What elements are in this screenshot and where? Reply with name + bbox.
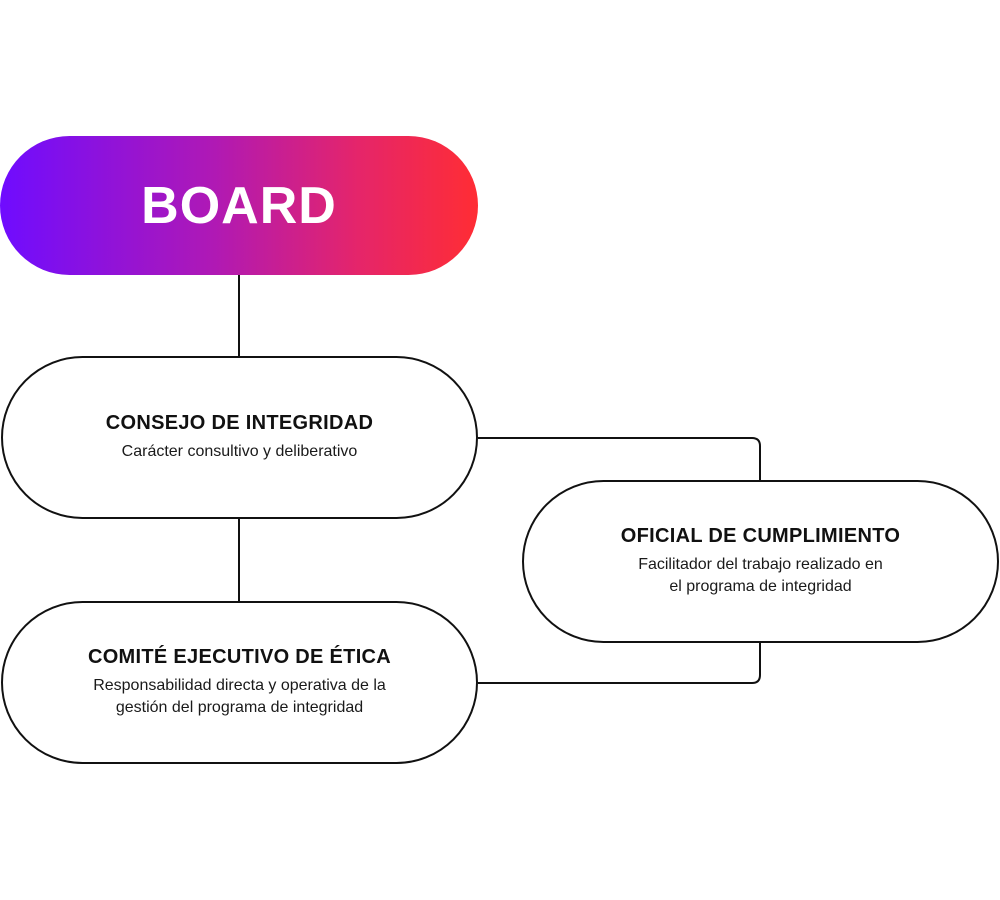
consejo-integridad-node: CONSEJO DE INTEGRIDAD Carácter consultiv… [1, 356, 478, 519]
connector-oficial-comite [478, 643, 761, 684]
oficial-title: OFICIAL DE CUMPLIMIENTO [620, 525, 901, 547]
consejo-description: Carácter consultivo y deliberativo [121, 443, 358, 460]
oficial-description: Facilitador del trabajo realizado en el … [638, 556, 883, 595]
oficial-cumplimiento-node: OFICIAL DE CUMPLIMIENTO Facilitador del … [522, 480, 999, 643]
connector-consejo-oficial [478, 437, 761, 480]
consejo-title: CONSEJO DE INTEGRIDAD [105, 412, 374, 434]
board-node: BOARD [0, 136, 478, 275]
comite-title: COMITÉ EJECUTIVO DE ÉTICA [87, 646, 392, 668]
comite-etica-node: COMITÉ EJECUTIVO DE ÉTICA Responsabilida… [1, 601, 478, 764]
comite-description: Responsabilidad directa y operativa de l… [93, 677, 386, 716]
board-title: BOARD [141, 176, 337, 235]
